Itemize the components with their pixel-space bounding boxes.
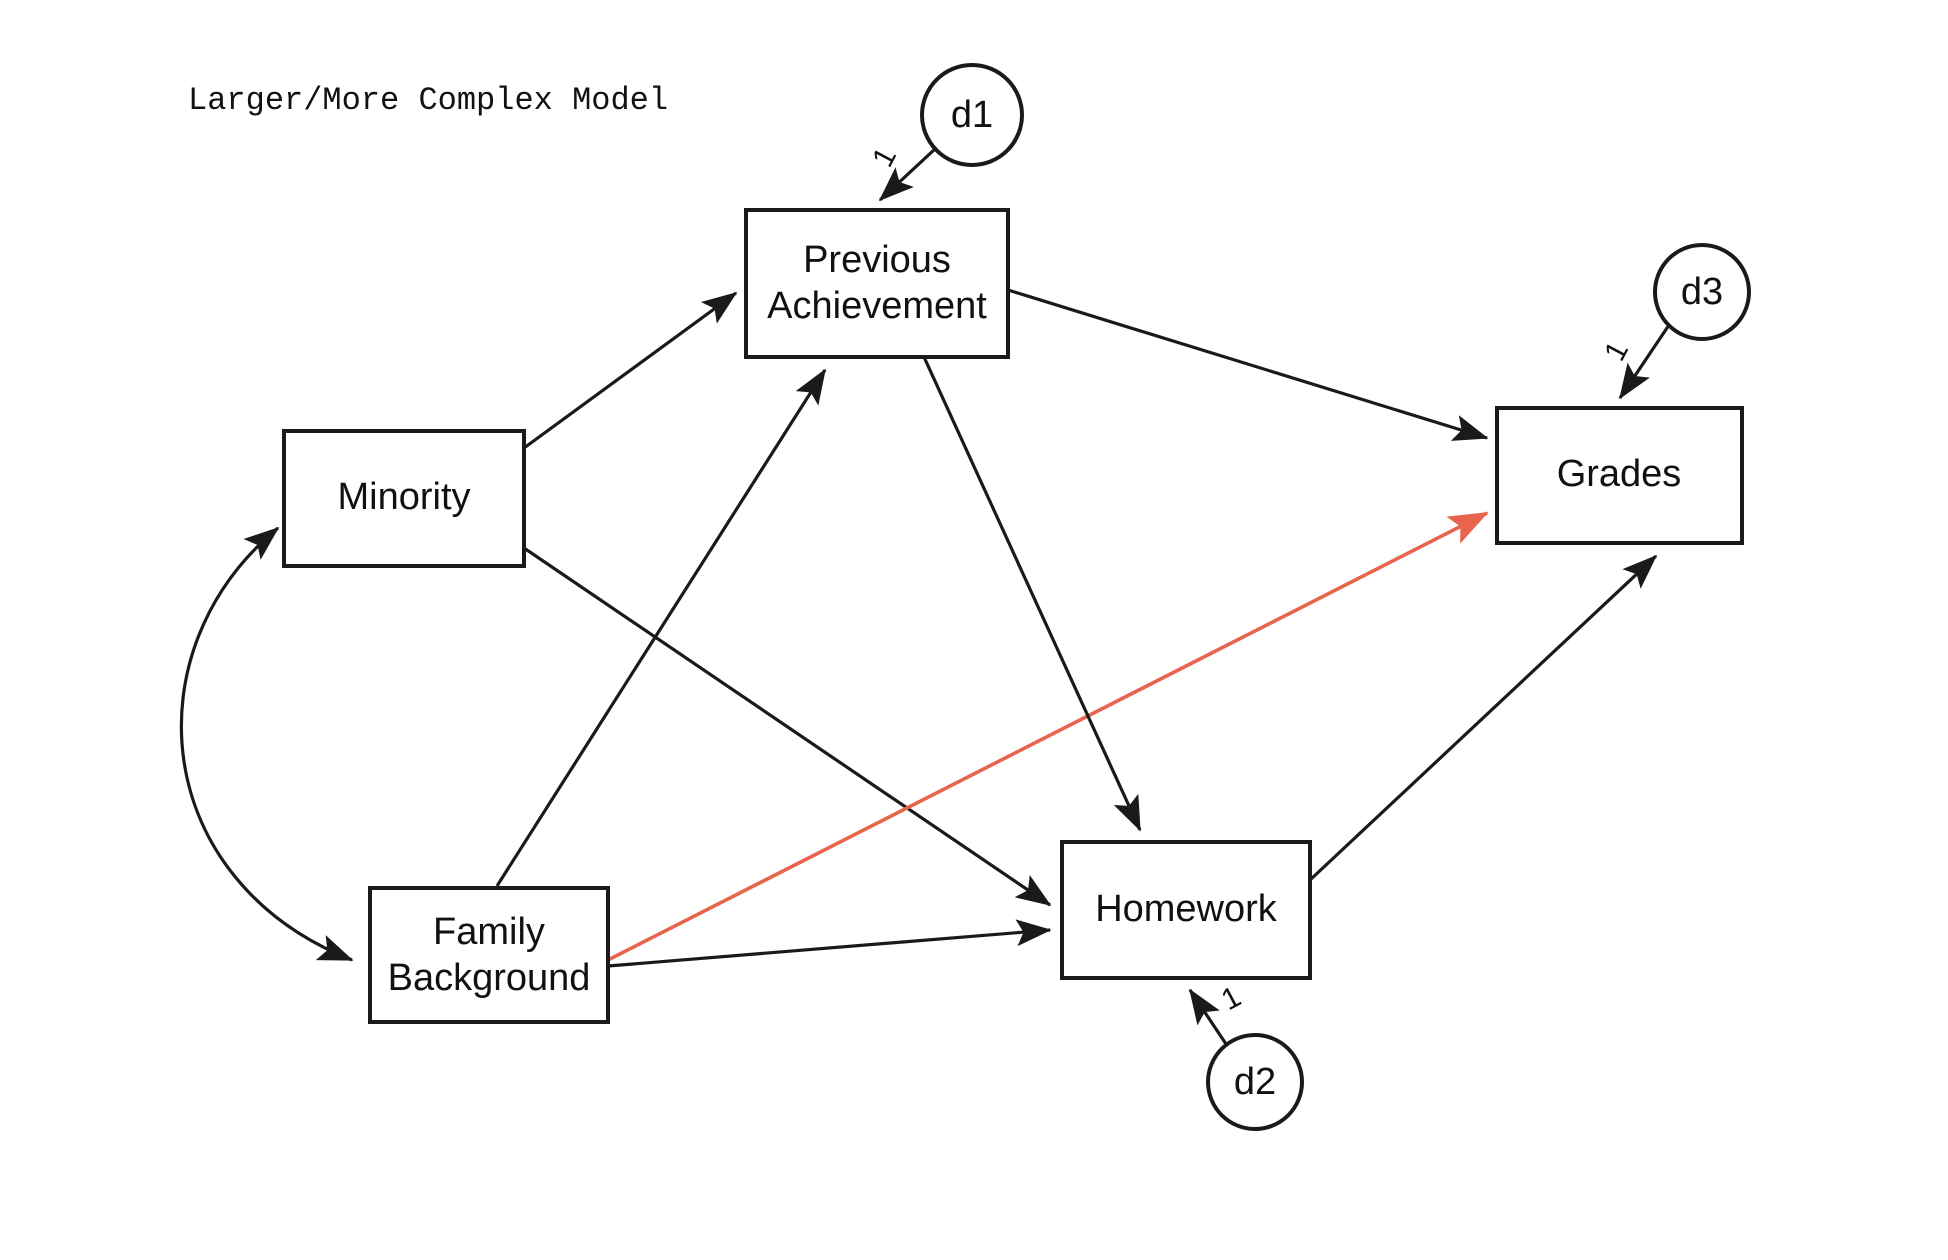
edge-family-background-to-homework[interactable] — [607, 919, 1052, 968]
page-title: Larger/More Complex Model — [188, 82, 669, 119]
edge-previous-achievement-to-homework[interactable] — [922, 356, 1142, 832]
edge-minority-family-background-covariance[interactable] — [179, 526, 354, 962]
node-d1[interactable]: d1 — [920, 63, 1024, 167]
edge-weight-d3: 1 — [1598, 336, 1635, 366]
edge-d3-to-grades[interactable] — [1618, 324, 1671, 400]
edge-d2-to-homework[interactable] — [1188, 988, 1230, 1048]
nodes-layer: Previous Achievement Minority Family Bac… — [282, 208, 1744, 1024]
node-d2-label: d2 — [1234, 1061, 1276, 1103]
node-family-background-label-line1: Family — [433, 911, 545, 953]
node-d2[interactable]: d2 — [1206, 1033, 1304, 1131]
node-homework[interactable]: Homework — [1060, 840, 1312, 980]
node-d1-label: d1 — [951, 94, 993, 136]
node-d3[interactable]: d3 — [1653, 243, 1751, 341]
node-d3-label: d3 — [1681, 271, 1723, 313]
edge-homework-to-grades[interactable] — [1308, 554, 1658, 882]
node-homework-label: Homework — [1095, 888, 1278, 930]
edge-minority-to-homework[interactable] — [523, 546, 1052, 907]
edge-d1-to-previous-achievement[interactable] — [878, 147, 937, 202]
edge-previous-achievement-to-grades[interactable] — [1007, 288, 1489, 441]
node-previous-achievement-label-line2: Achievement — [767, 285, 987, 327]
node-family-background-label-line2: Background — [388, 957, 591, 999]
edge-family-background-to-previous-achievement[interactable] — [495, 368, 827, 887]
edges-layer — [179, 147, 1671, 1048]
node-grades[interactable]: Grades — [1495, 406, 1744, 545]
edge-weight-d1: 1 — [866, 142, 903, 172]
node-previous-achievement[interactable]: Previous Achievement — [744, 208, 1010, 359]
edge-minority-to-previous-achievement[interactable] — [523, 291, 738, 450]
node-family-background[interactable]: Family Background — [368, 886, 610, 1024]
disturbances-layer: d1 d3 d2 — [920, 63, 1751, 1131]
node-previous-achievement-label-line1: Previous — [803, 239, 951, 281]
node-grades-label: Grades — [1557, 453, 1682, 495]
edge-weight-d2: 1 — [1216, 980, 1246, 1017]
edge-family-background-to-grades[interactable] — [607, 511, 1489, 962]
node-minority[interactable]: Minority — [282, 429, 526, 568]
node-minority-label: Minority — [337, 476, 470, 518]
